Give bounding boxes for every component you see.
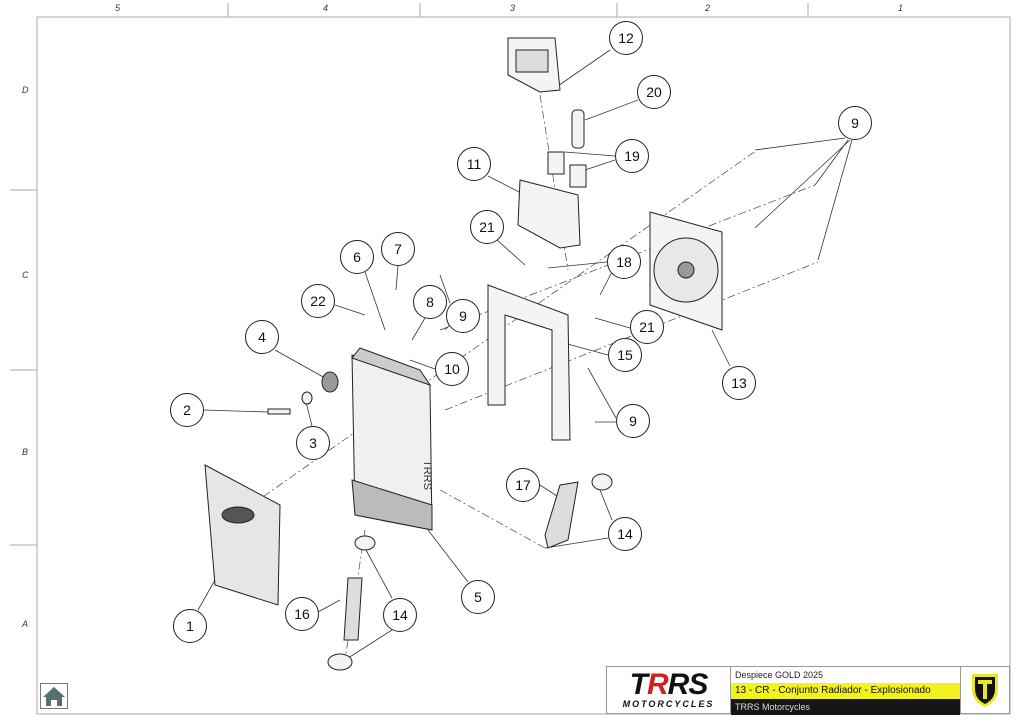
zone-label-top: 4 (323, 3, 329, 13)
part-balloon: 4 (245, 320, 279, 354)
leader-lines (197, 49, 853, 661)
title-block: TRRS MOTORCYCLES Despiece GOLD 2025 13 -… (606, 666, 1010, 715)
part-balloon: 3 (296, 426, 330, 460)
zone-label-left: B (22, 447, 29, 457)
part-balloon: 20 (637, 75, 671, 109)
trrs-shield-emblem (960, 667, 1009, 713)
part-1-guard (204, 464, 281, 606)
part-14-clamps (327, 473, 613, 671)
part-balloon: 21 (470, 210, 504, 244)
part-balloon: 11 (457, 147, 491, 181)
part-11-box (517, 179, 581, 249)
part-balloon: 22 (301, 284, 335, 318)
part-balloon: 19 (615, 139, 649, 173)
zone-label-top: 3 (510, 3, 516, 13)
zone-label-left: D (22, 85, 29, 95)
part-balloon: 9 (446, 299, 480, 333)
part-balloon: 10 (435, 352, 469, 386)
zone-label-top: 5 (115, 3, 121, 13)
part-balloon: 13 (722, 366, 756, 400)
part-balloon: 2 (170, 393, 204, 427)
part-balloon: 12 (609, 21, 643, 55)
part-balloon: 9 (616, 404, 650, 438)
zone-label-left: A (22, 619, 29, 629)
company-name: TRRS Motorcycles (731, 699, 960, 715)
part-balloon: 7 (381, 232, 415, 266)
part-15-frame (487, 284, 571, 441)
part-balloon: 21 (630, 310, 664, 344)
part-17-hose (544, 481, 579, 549)
logo-text: TRRS (629, 668, 709, 701)
part-balloon: 14 (383, 598, 417, 632)
logo-subtext: MOTORCYCLES (622, 699, 715, 709)
home-icon (43, 687, 65, 706)
part-balloon: 8 (413, 285, 447, 319)
document-title: Despiece GOLD 2025 (731, 667, 960, 683)
home-button[interactable] (40, 683, 68, 709)
part-balloon: 14 (608, 517, 642, 551)
trrs-logo: TRRS MOTORCYCLES (607, 667, 731, 713)
part-19-connectors (547, 151, 587, 188)
part-16-hose (343, 577, 363, 641)
part-balloon: 16 (285, 597, 319, 631)
part-balloon: 6 (340, 240, 374, 274)
part-12-cover (507, 37, 561, 93)
zone-label-left: C (22, 270, 29, 280)
part-3-washer (301, 391, 313, 405)
part-balloon: 5 (461, 580, 495, 614)
part-balloon: 1 (173, 609, 207, 643)
zone-ticks (10, 3, 809, 546)
part-2-bolt (267, 408, 291, 415)
part-5-radiator (351, 347, 433, 531)
shield-icon (972, 674, 998, 707)
drawing-title: 13 - CR - Conjunto Radiador - Explosiona… (731, 683, 960, 699)
part-13-fan (649, 211, 723, 331)
part-balloon: 17 (506, 468, 540, 502)
zone-label-top: 2 (705, 3, 711, 13)
radiator-branding: TRRS (421, 460, 433, 490)
zone-label-top: 1 (898, 3, 904, 13)
part-balloon: 15 (608, 338, 642, 372)
part-4-grommet (321, 371, 339, 393)
part-balloon: 18 (607, 245, 641, 279)
part-20-relay (571, 109, 585, 149)
part-balloon: 9 (838, 106, 872, 140)
